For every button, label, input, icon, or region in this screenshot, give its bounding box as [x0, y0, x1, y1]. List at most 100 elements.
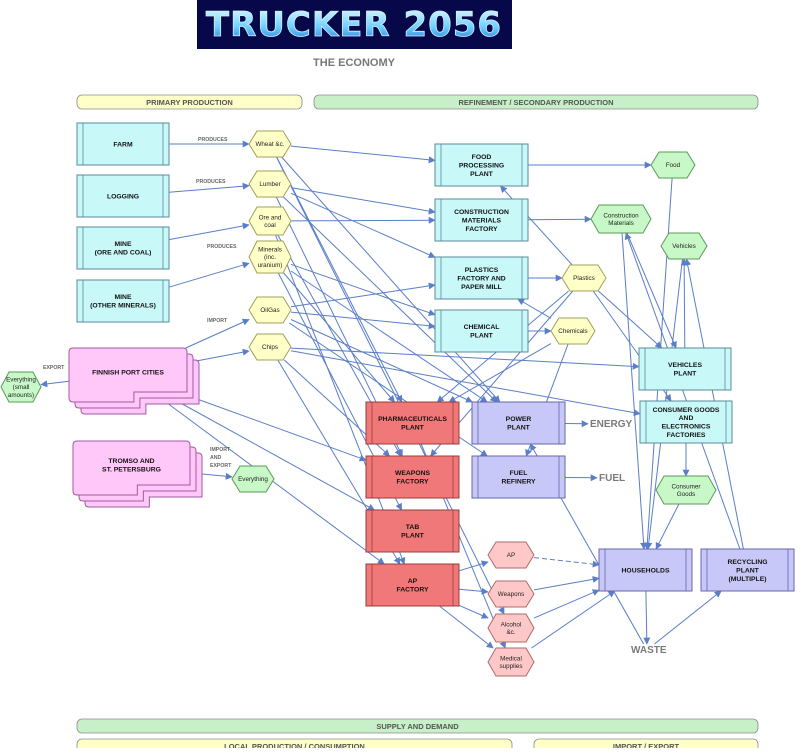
node-food-plant-label-line: PROCESSING [459, 162, 504, 169]
node-constr-mat-label-line: Construction [603, 212, 639, 219]
node-ap-factory: AP FACTORY [366, 564, 459, 606]
band-supply: SUPPLY AND DEMAND [77, 719, 758, 733]
node-mine-ore-label-line: (ORE AND COAL) [95, 250, 152, 257]
node-fuel-refinery-label-line: FUEL [510, 470, 528, 477]
node-tromso-label-line: TROMSO AND [108, 458, 154, 465]
node-plastics-label-line: Plastics [573, 275, 595, 282]
node-ap-factory-label-line: AP [408, 578, 418, 585]
node-constr-factory-label-line: FACTORY [465, 226, 498, 233]
edge-label-produces3: PRODUCES [207, 244, 237, 250]
arrow-constr_factory-to-constr_mat [528, 219, 591, 220]
edge-label-produces2: PRODUCES [196, 179, 226, 185]
node-tab-plant-label-line: TAB [406, 524, 420, 531]
arrow-ap_factory-to-weapons [459, 589, 488, 592]
band-supply-label: SUPPLY AND DEMAND [376, 722, 459, 731]
node-fuel: FUEL [599, 473, 625, 484]
logo: TRUCKER 2056 [197, 0, 512, 49]
node-pharma-label-line: PHARMACEUTICALS [378, 416, 447, 423]
node-wheat-label-line: Wheat &c. [255, 141, 284, 148]
arrow-logging-to-lumber [169, 186, 249, 193]
arrow-ap_factory-to-ap [459, 562, 488, 571]
arrow-lumber-to-constr_factory [291, 188, 435, 213]
band-secondary-label: REFINEMENT / SECONDARY PRODUCTION [458, 98, 613, 107]
node-recycling-label-line: PLANT [736, 567, 760, 574]
node-oilgas: OilGas [249, 297, 291, 323]
node-waste: WASTE [631, 645, 667, 656]
band-import-label: IMPORT / EXPORT [613, 742, 680, 748]
arrow-mine_ore-to-ore [169, 225, 249, 240]
arrow-chips-to-consumer_factories [291, 351, 640, 414]
arrow-ap-to-households [534, 558, 599, 565]
node-households: HOUSEHOLDS [599, 549, 692, 591]
arrow-oilgas-to-chem_plant [291, 312, 435, 326]
node-alcohol: Alcohol&c. [488, 614, 534, 642]
node-tromso-label-line: ST. PETERSBURG [102, 467, 161, 474]
band-primary-label: PRIMARY PRODUCTION [146, 98, 233, 107]
arrow-weapons-to-households [534, 578, 599, 590]
node-vehicles-plant-label-line: PLANT [674, 371, 698, 378]
logo-text: TRUCKER 2056 [206, 5, 502, 45]
arrow-mine_other-to-minerals [169, 263, 249, 287]
node-pharma-label-line: PLANT [401, 425, 425, 432]
node-ap-factory-label-line: FACTORY [396, 587, 429, 594]
arrow-ap_factory-to-alcohol [459, 605, 488, 618]
arrow-finnish-to-tab_plant [175, 400, 374, 510]
arrow-oilgas-to-plastics_factory [291, 285, 435, 307]
node-chemicals-label-line: Chemicals [558, 328, 587, 335]
node-medical-label-line: Medical [500, 655, 522, 662]
node-weapons-label-line: Weapons [498, 591, 525, 598]
node-weapons-factory-label-line: FACTORY [396, 479, 429, 486]
edge-label-import: IMPORT [207, 318, 228, 324]
node-ore-label-line: Ore and [259, 214, 282, 221]
node-ore-label-line: coal [264, 222, 276, 229]
node-vehicles: Vehicles [661, 233, 707, 259]
node-alcohol-label-line: &c. [506, 629, 515, 636]
node-consumer-factories-label-line: AND [679, 415, 694, 422]
node-plastics-factory-label-line: PLASTICS [465, 267, 499, 274]
page-subtitle: THE ECONOMY [313, 57, 396, 69]
node-consumer-goods-label-line: Goods [677, 491, 696, 498]
node-consumer-factories-label-line: ELECTRONICS [662, 424, 711, 431]
arrow-finnish-to-everything_small [41, 381, 69, 384]
arrow-plastics-to-vehicles_plant [598, 291, 661, 348]
node-everything-small-label-line: (small [13, 384, 30, 391]
node-finnish-label-line: FINNISH PORT CITIES [92, 369, 164, 376]
edge-label-import-export: AND [210, 455, 221, 461]
node-power-label-line: PLANT [507, 425, 531, 432]
node-farm-label-line: FARM [113, 141, 133, 148]
node-households-label-line: HOUSEHOLDS [622, 567, 670, 574]
node-minerals-label-line: (inc. [264, 254, 276, 261]
node-mine-other: MINE (OTHER MINERALS) [77, 280, 169, 322]
node-plastics: Plastics [562, 265, 606, 291]
arrow-ap_factory-to-medical [439, 606, 493, 648]
node-mine-other-label-line: MINE [115, 294, 132, 301]
node-chips: Chips [249, 334, 291, 360]
node-logging-label-line: LOGGING [107, 193, 139, 200]
node-chem-plant-label-line: CHEMICAL [464, 324, 500, 331]
node-vehicles-label-line: Vehicles [672, 243, 695, 250]
node-weapons: Weapons [488, 581, 534, 607]
node-mine-other-label-line: (OTHER MINERALS) [90, 303, 156, 310]
edge-label-import-export: EXPORT [210, 463, 232, 469]
node-consumer-factories-label-line: FACTORIES [667, 432, 706, 439]
arrow-consumer_goods-to-households [656, 504, 679, 549]
node-everything-label-line: Everything [238, 476, 268, 483]
band-local-label: LOCAL PRODUCTION / CONSUMPTION [224, 742, 365, 748]
node-mine-ore-label-line: MINE [115, 241, 132, 248]
node-plastics-factory-label-line: FACTORY AND [457, 275, 505, 282]
band-primary: PRIMARY PRODUCTION [77, 95, 302, 109]
node-minerals: Minerals(inc.uranium) [249, 241, 291, 273]
node-recycling-label-line: (MULTIPLE) [728, 576, 766, 583]
node-fuel-label: FUEL [599, 473, 625, 484]
